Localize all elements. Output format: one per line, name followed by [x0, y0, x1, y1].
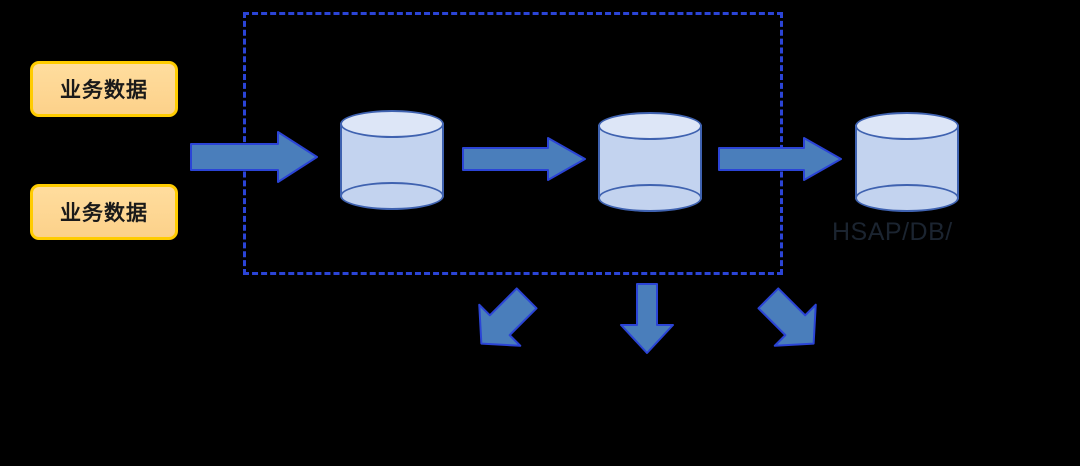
target-db-label: HSAP/DB/ [832, 218, 953, 246]
outbound-arrow-down-icon [619, 283, 675, 355]
cylinder-top [855, 112, 959, 140]
outbound-arrow-down-right-icon [468, 287, 540, 355]
outbound-arrow-down-left-icon [755, 287, 827, 355]
flow-arrow-3-icon [718, 137, 842, 181]
cylinder-top [598, 112, 702, 140]
source-box-2-label: 业务数据 [60, 202, 148, 225]
flow-arrow-1-icon [190, 131, 318, 183]
source-box-2[interactable]: 业务数据 [30, 184, 178, 240]
cylinder-bottom [598, 184, 702, 212]
cylinder-bottom [855, 184, 959, 212]
cylinder-top [340, 110, 444, 138]
flow-arrow-2-icon [462, 137, 586, 181]
database-cylinder-1-icon[interactable] [340, 110, 444, 210]
cylinder-bottom [340, 182, 444, 210]
database-cylinder-3-icon[interactable] [855, 112, 959, 212]
source-box-1-label: 业务数据 [60, 79, 148, 102]
database-cylinder-2-icon[interactable] [598, 112, 702, 212]
source-box-1[interactable]: 业务数据 [30, 61, 178, 117]
